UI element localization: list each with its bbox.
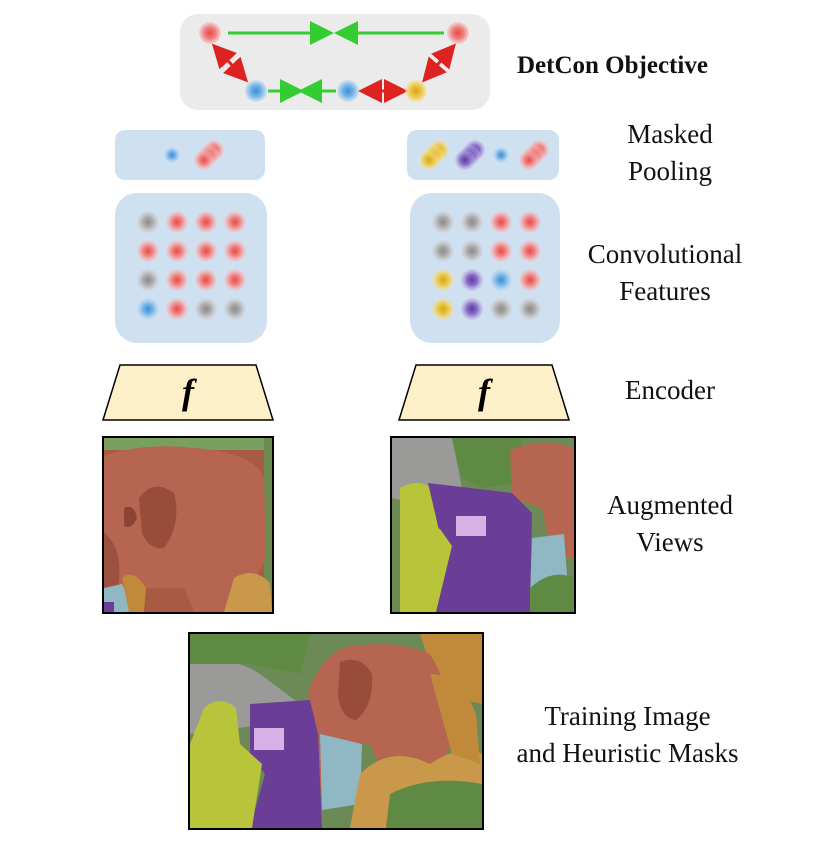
right-pooled-features <box>419 140 549 170</box>
conv-features-label: Convolutional Features <box>587 239 743 306</box>
blue-feature-dot <box>493 147 509 163</box>
red-feature-dot <box>166 240 188 262</box>
blue-feature-dot <box>490 269 512 291</box>
red-arrow <box>211 43 249 83</box>
augmented-views-label: Augmented Views <box>607 490 733 557</box>
gray-feature-dot <box>195 298 217 320</box>
gray-feature-dot <box>461 240 483 262</box>
purple-feature-dot <box>461 269 483 291</box>
purple-feature-dot <box>461 298 483 320</box>
left-encoder-symbol: f <box>182 372 194 412</box>
left-feature-grid <box>137 211 246 320</box>
yellow-feature-dot <box>419 150 439 170</box>
red-feature-dot <box>519 211 541 233</box>
blue-feature-dot <box>137 298 159 320</box>
red-feature-dot <box>224 211 246 233</box>
red-feature-dot <box>166 269 188 291</box>
yellow-feature-dot <box>432 269 454 291</box>
yellow-feature-dot <box>432 298 454 320</box>
right-augmented-view <box>390 436 576 614</box>
red-feature-dot <box>519 240 541 262</box>
gray-feature-dot <box>432 211 454 233</box>
right-encoder <box>398 364 570 421</box>
training-image <box>188 632 484 830</box>
left-encoder <box>102 364 274 421</box>
red-feature-dot <box>224 240 246 262</box>
red-feature-dot <box>166 298 188 320</box>
objective-diagram <box>199 21 469 103</box>
red-feature-dot <box>490 211 512 233</box>
masked-pooling-label: Masked Pooling <box>627 119 713 186</box>
gray-feature-dot <box>137 269 159 291</box>
red-dot <box>447 22 469 44</box>
right-feature-grid <box>432 211 541 320</box>
purple-feature-dot <box>455 150 475 170</box>
red-feature-dot <box>224 269 246 291</box>
gray-feature-dot <box>224 298 246 320</box>
elephant-mask <box>510 442 574 558</box>
red-arrow <box>422 43 456 83</box>
left-augmented-view <box>102 436 274 614</box>
objective-title: DetCon Objective <box>517 52 708 79</box>
training-image-label: Training Image and Heuristic Masks <box>516 701 739 768</box>
red-feature-dot <box>490 240 512 262</box>
blue-dot <box>337 80 359 102</box>
red-feature-dot <box>195 211 217 233</box>
right-encoder-symbol: f <box>478 372 490 412</box>
elephant-mask <box>300 644 452 794</box>
yellow-dot <box>405 80 427 102</box>
gray-feature-dot <box>461 211 483 233</box>
red-feature-dot <box>519 269 541 291</box>
red-feature-dot <box>195 269 217 291</box>
red-feature-dot <box>137 240 159 262</box>
encoder-label: Encoder <box>625 375 715 405</box>
blue-dot <box>245 80 267 102</box>
piano-mask <box>428 483 532 612</box>
person-mask <box>190 701 262 828</box>
red-feature-dot <box>166 211 188 233</box>
left-pooled-features <box>164 140 224 170</box>
gray-feature-dot <box>137 211 159 233</box>
blue-feature-dot <box>164 147 180 163</box>
gray-feature-dot <box>519 298 541 320</box>
red-feature-dot <box>519 150 539 170</box>
left-pooled-panel <box>115 130 265 180</box>
red-dot <box>199 22 221 44</box>
red-feature-dot <box>194 150 214 170</box>
elephant-mask <box>104 446 266 612</box>
gray-feature-dot <box>490 298 512 320</box>
red-feature-dot <box>195 240 217 262</box>
gray-feature-dot <box>432 240 454 262</box>
